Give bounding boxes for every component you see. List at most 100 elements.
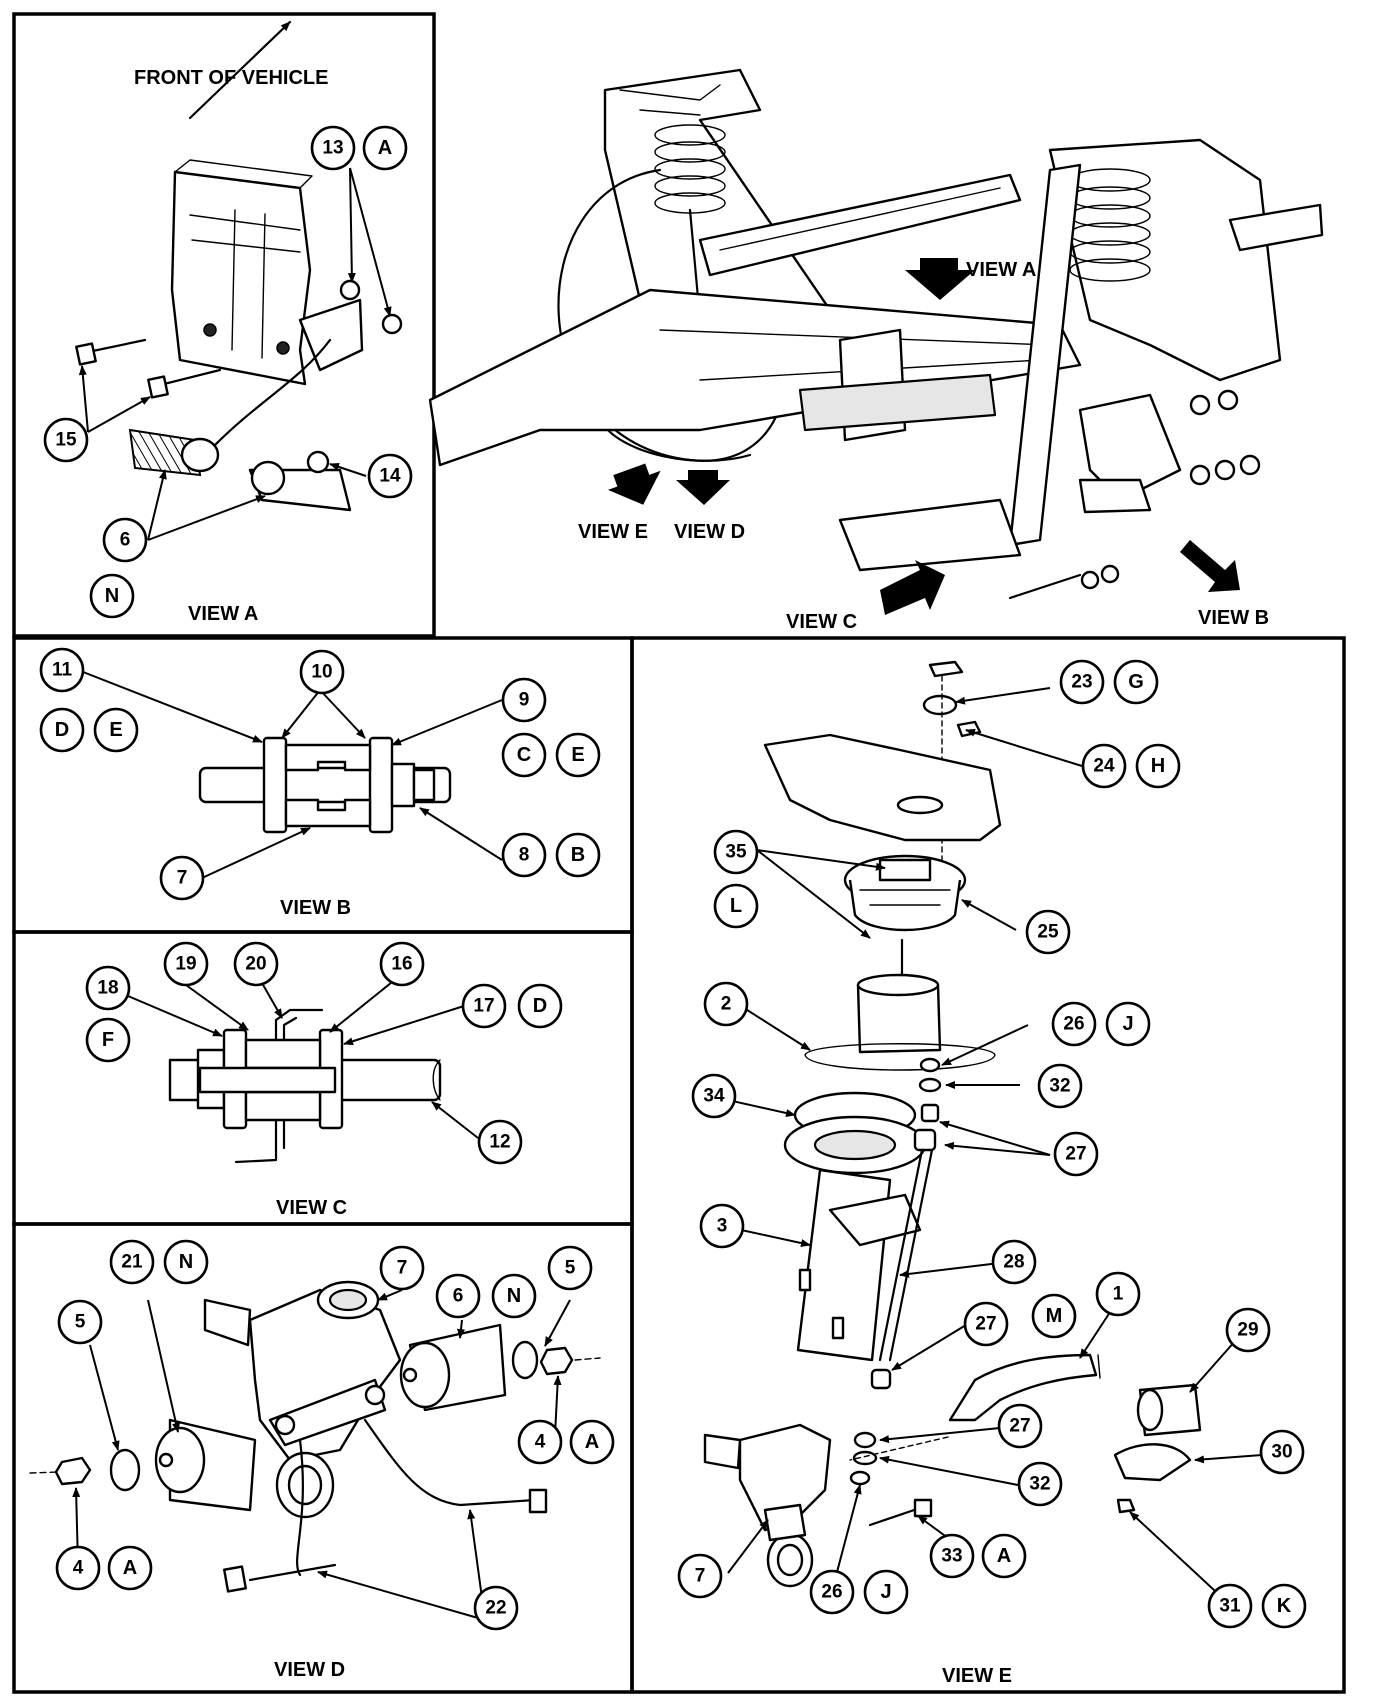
callout-22: 22 xyxy=(473,1585,519,1631)
svg-text:6: 6 xyxy=(120,530,131,551)
svg-text:D: D xyxy=(533,995,547,1017)
callout-n-view-a: N xyxy=(89,573,135,619)
callout-13: 13 xyxy=(310,125,356,171)
svg-text:A: A xyxy=(997,1545,1011,1567)
svg-text:32: 32 xyxy=(1049,1076,1070,1097)
svg-text:D: D xyxy=(55,719,69,741)
view-b-drawing xyxy=(198,736,452,834)
callout-1: 1 xyxy=(1095,1271,1141,1317)
svg-text:J: J xyxy=(880,1581,891,1603)
callout-e-view-b-right: E xyxy=(555,732,601,778)
svg-text:J: J xyxy=(1122,1013,1133,1035)
callout-33: 33 xyxy=(929,1533,975,1579)
callout-c-view-b: C xyxy=(501,732,547,778)
callout-n-view-d-right: N xyxy=(491,1273,537,1319)
callout-14: 14 xyxy=(367,453,413,499)
callout-d-view-c: D xyxy=(517,983,563,1029)
callout-31: 31 xyxy=(1207,1583,1253,1629)
svg-text:3: 3 xyxy=(717,1216,728,1237)
svg-text:30: 30 xyxy=(1271,1442,1292,1463)
svg-text:22: 22 xyxy=(485,1598,506,1619)
callout-j-top: J xyxy=(1105,1001,1151,1047)
overview-view-a-label: VIEW A xyxy=(966,259,1036,281)
svg-text:6: 6 xyxy=(453,1286,464,1307)
callout-h: H xyxy=(1135,743,1181,789)
view-e-drawing xyxy=(703,660,1202,1588)
svg-text:35: 35 xyxy=(725,842,747,863)
callout-27-top: 27 xyxy=(1053,1131,1099,1177)
callout-18: 18 xyxy=(85,965,131,1011)
svg-text:N: N xyxy=(507,1285,521,1307)
callout-32-bottom: 32 xyxy=(1017,1461,1063,1507)
svg-text:8: 8 xyxy=(519,845,530,866)
callout-26-bottom: 26 xyxy=(809,1569,855,1615)
callout-e-view-b-left: E xyxy=(93,707,139,753)
svg-text:M: M xyxy=(1046,1305,1063,1327)
svg-text:26: 26 xyxy=(821,1582,842,1603)
front-of-vehicle-label: FRONT OF VEHICLE xyxy=(134,67,328,89)
callout-6-view-d: 6 xyxy=(435,1273,481,1319)
svg-text:7: 7 xyxy=(177,868,188,889)
callout-7-view-e: 7 xyxy=(677,1553,723,1599)
svg-text:10: 10 xyxy=(311,662,332,683)
svg-text:32: 32 xyxy=(1029,1474,1050,1495)
svg-text:21: 21 xyxy=(121,1252,143,1273)
svg-text:B: B xyxy=(571,844,585,866)
callout-10: 10 xyxy=(299,649,345,695)
svg-text:13: 13 xyxy=(322,138,343,159)
view-c-title: VIEW C xyxy=(276,1197,347,1219)
callout-6-view-a: 6 xyxy=(102,517,148,563)
callout-a-view-d-right: A xyxy=(569,1419,615,1465)
callout-7-view-b: 7 xyxy=(159,855,205,901)
svg-text:N: N xyxy=(105,585,119,607)
callout-28: 28 xyxy=(991,1239,1037,1285)
callout-d-view-b: D xyxy=(39,707,85,753)
svg-text:17: 17 xyxy=(473,996,494,1017)
callout-l: L xyxy=(713,883,759,929)
callout-4-view-d-left: 4 xyxy=(55,1545,101,1591)
svg-text:25: 25 xyxy=(1037,922,1059,943)
svg-text:N: N xyxy=(179,1251,193,1273)
callout-21: 21 xyxy=(109,1239,155,1285)
callout-24: 24 xyxy=(1081,743,1127,789)
callout-2: 2 xyxy=(703,981,749,1027)
svg-text:33: 33 xyxy=(941,1546,962,1567)
svg-text:4: 4 xyxy=(73,1558,84,1579)
svg-text:23: 23 xyxy=(1071,672,1092,693)
svg-text:A: A xyxy=(585,1431,599,1453)
view-a-title: VIEW A xyxy=(188,603,258,625)
callout-16: 16 xyxy=(379,941,425,987)
callout-3: 3 xyxy=(699,1203,745,1249)
svg-text:7: 7 xyxy=(397,1258,408,1279)
callout-27-middle: 27 xyxy=(963,1301,1009,1347)
svg-text:E: E xyxy=(109,719,122,741)
svg-text:L: L xyxy=(730,895,742,917)
callout-26-top: 26 xyxy=(1051,1001,1097,1047)
svg-text:18: 18 xyxy=(97,978,118,999)
svg-text:H: H xyxy=(1151,755,1165,777)
callout-5-view-d-right: 5 xyxy=(547,1245,593,1291)
svg-text:4: 4 xyxy=(535,1432,546,1453)
view-d-title: VIEW D xyxy=(274,1659,345,1681)
callout-m: M xyxy=(1031,1293,1077,1339)
overview-drawing xyxy=(428,68,1324,615)
overview-view-b-label: VIEW B xyxy=(1198,607,1269,629)
svg-text:34: 34 xyxy=(703,1086,725,1107)
view-e-title: VIEW E xyxy=(942,1665,1012,1687)
callout-f-view-c: F xyxy=(85,1017,131,1063)
view-a-panel xyxy=(12,12,436,638)
callout-a-view-d-left: A xyxy=(107,1545,153,1591)
overview-view-c-label: VIEW C xyxy=(786,611,857,633)
svg-text:29: 29 xyxy=(1237,1320,1258,1341)
callout-35: 35 xyxy=(713,829,759,875)
svg-text:K: K xyxy=(1277,1595,1292,1617)
svg-text:16: 16 xyxy=(391,954,412,975)
svg-text:9: 9 xyxy=(519,690,530,711)
callout-12: 12 xyxy=(477,1119,523,1165)
callout-20: 20 xyxy=(233,941,279,987)
svg-text:7: 7 xyxy=(695,1566,706,1587)
view-e-panel xyxy=(630,636,1346,1694)
callout-8: 8 xyxy=(501,832,547,878)
callout-a-view-a: A xyxy=(362,125,408,171)
callout-23: 23 xyxy=(1059,659,1105,705)
